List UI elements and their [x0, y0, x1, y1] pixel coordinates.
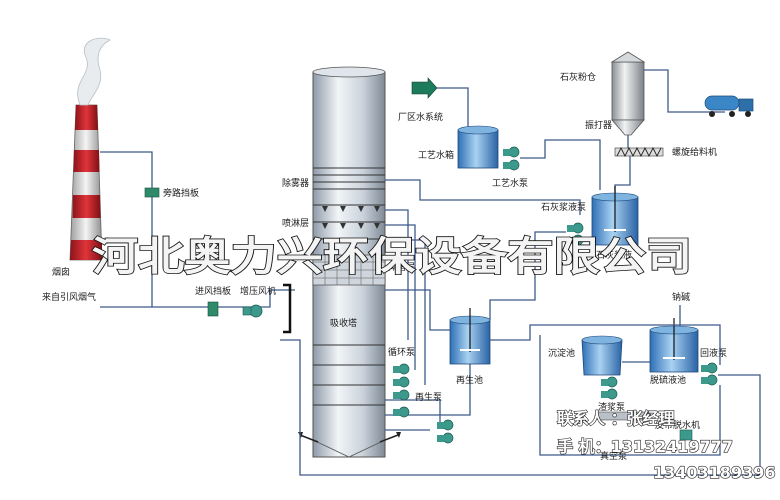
flue-gas-duct — [100, 289, 295, 308]
lime-slurry-tank-label: 石灰浆液 — [596, 249, 632, 261]
screw-feeder-label: 螺旋给料机 — [672, 146, 717, 158]
belt-filter-label: 皮带脱水机 — [655, 419, 700, 431]
booster-fan-icon — [242, 304, 263, 318]
screw-feeder-icon — [614, 146, 664, 158]
bypass-damper-label: 旁路挡板 — [163, 187, 199, 199]
slurry-pump-icons — [601, 376, 618, 400]
contact-person: 联系人 ：张经理 — [557, 409, 675, 428]
spray-layer-label: 喷淋层 — [282, 217, 309, 229]
lime-silo — [610, 51, 646, 136]
contact-phone-2: 13403189396 — [653, 463, 775, 482]
lime-slurry-pump-label: 石灰浆液泵 — [541, 201, 586, 213]
chimney-label: 烟囱 — [52, 266, 70, 278]
silo-feed-line — [644, 69, 725, 113]
booster-fan-label: 增压风机 — [240, 285, 276, 297]
flue-gas-source-label: 来自引风烟气 — [42, 291, 96, 303]
smoke-plume — [77, 37, 111, 106]
return-pump-label: 回液泵 — [700, 347, 727, 359]
plant-water-arrow-icon — [411, 77, 438, 99]
process-water-pump-icons — [503, 146, 520, 171]
process-water-line — [520, 139, 601, 190]
belt-filter-icon — [594, 411, 652, 421]
chimney — [69, 37, 111, 261]
absorber-tower — [312, 66, 386, 458]
bypass-damper-icon — [144, 187, 160, 198]
process-water-tank-label: 工艺水箱 — [418, 149, 454, 161]
caustic-soda-label: 钠碱 — [672, 291, 690, 303]
bypass-duct — [100, 151, 153, 307]
settling-tank — [581, 335, 623, 376]
process-water-pump-label: 工艺水泵 — [492, 177, 528, 189]
desulfur-tank — [649, 318, 699, 373]
process-water-tank — [457, 125, 499, 169]
circulation-pump-label: 循环泵 — [388, 346, 415, 358]
inlet-damper-label: 进风挡板 — [195, 285, 231, 297]
company-watermark: 河北奥力兴环保设备有限公司 — [92, 233, 692, 280]
demister-label: 除雾器 — [282, 177, 309, 189]
vacuum-pump-label: 真空泵 — [600, 450, 627, 462]
desulfur-tank-label: 脱硫液池 — [650, 374, 686, 386]
slurry-pump-label: 渣浆泵 — [598, 401, 625, 413]
circulation-pump-icons — [393, 363, 454, 444]
lime-silo-label: 石灰粉仓 — [560, 71, 596, 83]
absorber-label: 吸收塔 — [330, 317, 357, 329]
feeder-outlet-line — [614, 156, 631, 195]
plant-water-label: 厂区水系统 — [398, 111, 443, 123]
agitator-right-icon — [379, 432, 401, 443]
regen-tank-label: 再生池 — [456, 374, 483, 386]
regen-pump-label: 再生泵 — [415, 391, 442, 403]
lime-slurry-tank — [591, 186, 639, 246]
inlet-damper-icon — [207, 301, 219, 317]
vibrator-label: 振打器 — [585, 119, 612, 131]
lime-slurry-pump-icons — [567, 222, 584, 246]
return-pump-icons — [701, 362, 718, 386]
plant-water-line — [437, 87, 469, 128]
inlet-gate-icon — [283, 283, 292, 334]
lime-slurry-line — [489, 231, 566, 320]
contact-phone-1: 手 机：13132419777 — [557, 437, 733, 456]
vacuum-pump-icon — [679, 429, 693, 441]
regen-tank — [449, 308, 491, 365]
truck-icon — [704, 95, 754, 117]
settling-tank-label: 沉淀池 — [548, 347, 575, 359]
